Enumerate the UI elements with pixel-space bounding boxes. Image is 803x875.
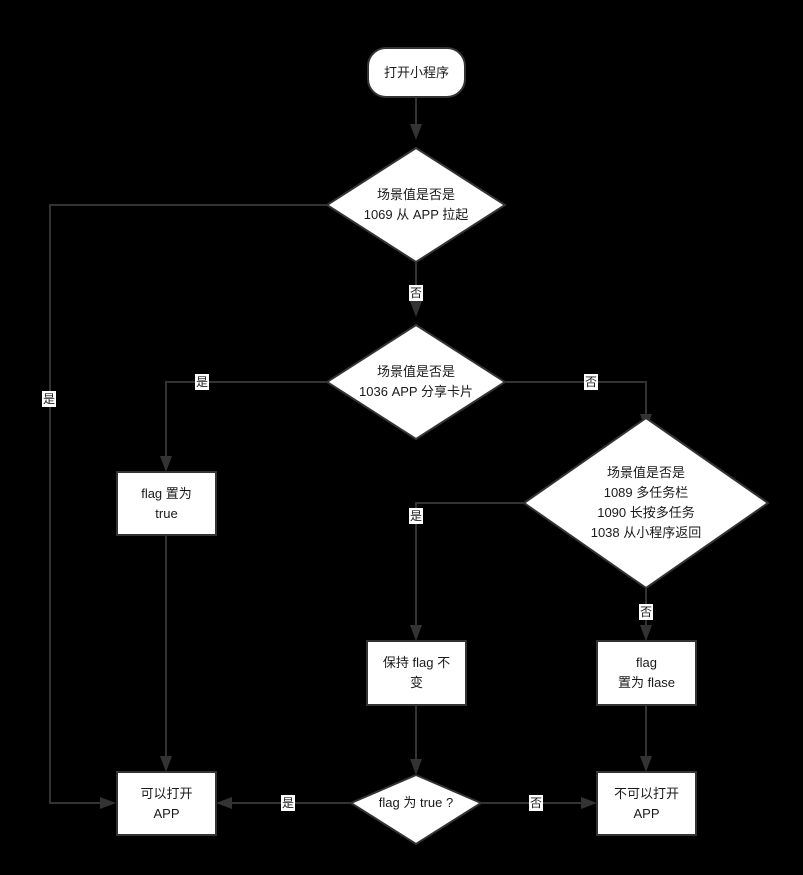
edge-label-d2-no: 否 (584, 374, 599, 390)
edge-label-d4-no: 否 (529, 795, 544, 811)
edge-label-d3-yes: 是 (409, 508, 424, 524)
edge-set-flag-false-to-cannot-open (640, 705, 652, 772)
edge-start-to-d1 (410, 97, 422, 140)
node-set-flag-false-shape[interactable] (596, 640, 697, 706)
edge-d2-yes-to-set-flag-true (160, 381, 327, 472)
edge-label-d2-yes: 是 (195, 374, 210, 390)
edge-label-d4-yes: 是 (281, 795, 296, 811)
node-set-flag-true-shape[interactable] (116, 471, 217, 536)
edge-d3-yes-to-keep-flag (410, 502, 524, 641)
edge-set-flag-true-to-can-open (160, 535, 172, 772)
edge-d1-yes-to-can-open (49, 204, 327, 809)
edge-label-d1-no: 否 (409, 285, 424, 301)
node-start-shape[interactable] (367, 47, 466, 98)
edge-keep-flag-to-d4 (410, 705, 422, 775)
edge-label-d3-no: 否 (639, 604, 654, 620)
node-keep-flag-shape[interactable] (366, 640, 467, 706)
edge-d2-no-to-d3 (505, 381, 652, 430)
node-decision-flag-true-shape[interactable] (348, 773, 484, 846)
node-cannot-open-app-shape[interactable] (596, 771, 697, 836)
edge-label-d1-yes: 是 (42, 391, 57, 407)
node-decision-1069-shape[interactable] (325, 146, 507, 264)
node-decision-multi-shape[interactable] (522, 416, 770, 590)
node-decision-1036-shape[interactable] (325, 323, 507, 441)
node-can-open-app-shape[interactable] (116, 771, 217, 836)
